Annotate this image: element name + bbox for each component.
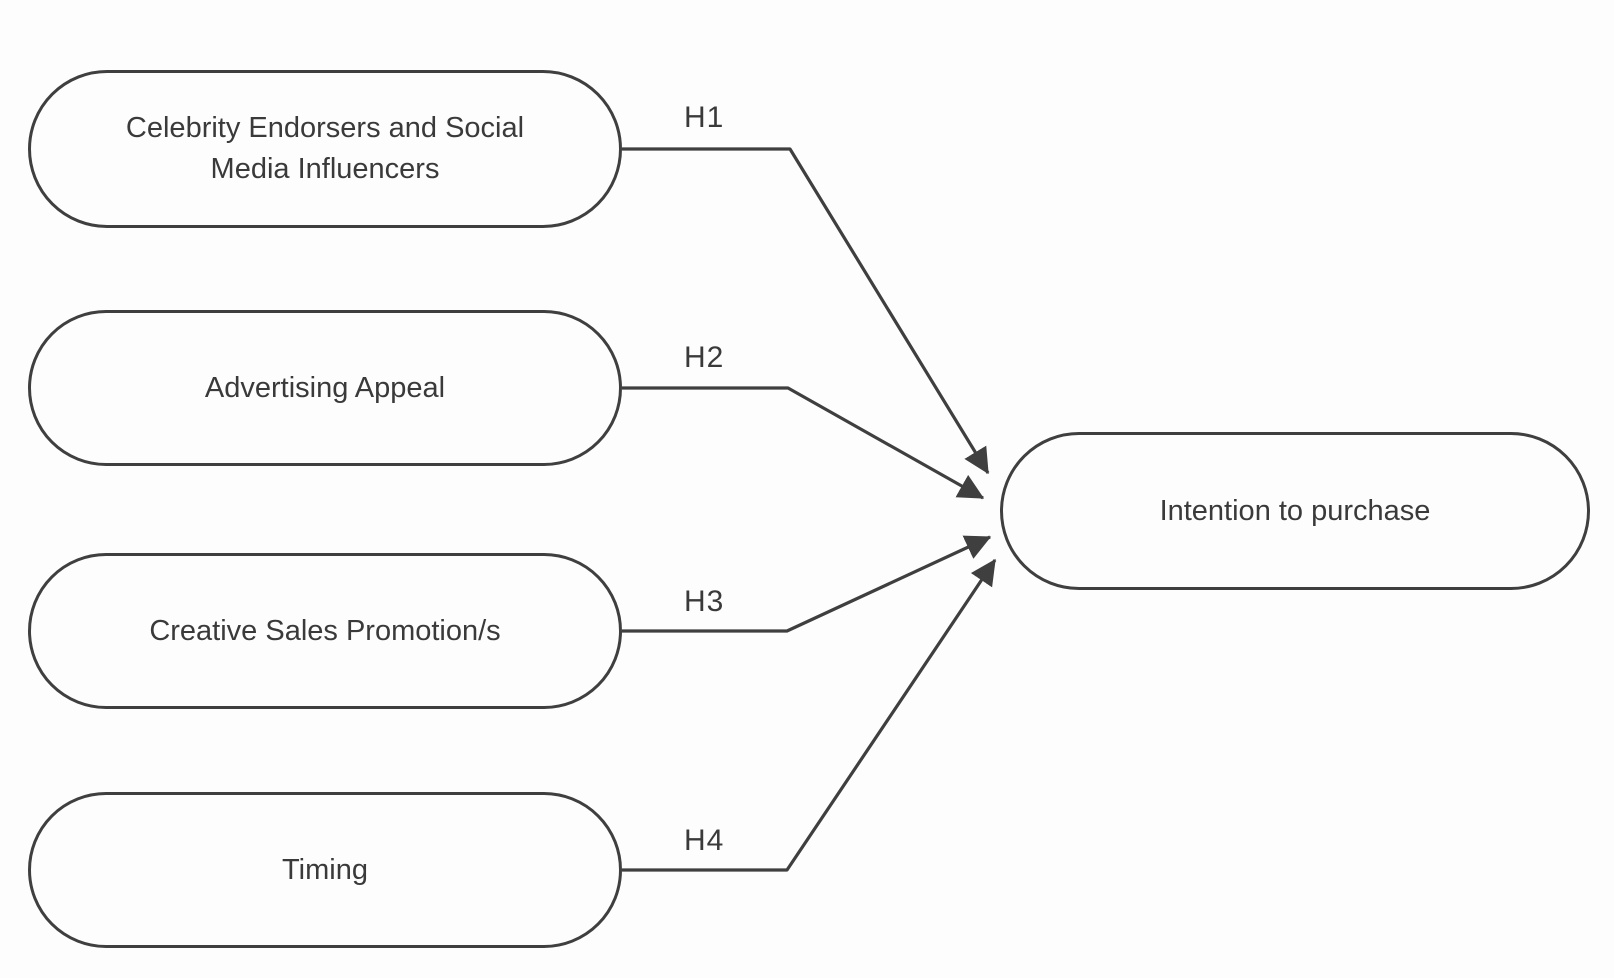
node-advertising-appeal: Advertising Appeal — [28, 310, 622, 466]
arrow-h1 — [622, 147, 990, 475]
node-label-creative-sales-promotions: Creative Sales Promotion/s — [149, 614, 501, 647]
arrow-h3 — [622, 535, 992, 633]
node-label-celebrity-endorsers: Celebrity Endorsers and Social Media Inf… — [125, 112, 525, 185]
node-timing: Timing — [28, 792, 622, 948]
node-label-advertising-appeal: Advertising Appeal — [204, 371, 446, 404]
node-label-timing: Timing — [282, 853, 368, 886]
edge-label-h2: H2 — [684, 341, 725, 374]
edge-label-h1: H1 — [684, 101, 725, 134]
arrow-h2 — [622, 386, 985, 500]
edge-label-h3: H3 — [684, 585, 725, 618]
node-creative-sales-promotions: Creative Sales Promotion/s — [28, 553, 622, 709]
node-celebrity-endorsers: Celebrity Endorsers and Social Media Inf… — [28, 70, 622, 228]
arrow-h4 — [622, 558, 997, 872]
node-intention-to-purchase: Intention to purchase — [1000, 432, 1590, 590]
node-label-intention-to-purchase: Intention to purchase — [1159, 494, 1431, 527]
edge-label-h4: H4 — [684, 824, 725, 857]
